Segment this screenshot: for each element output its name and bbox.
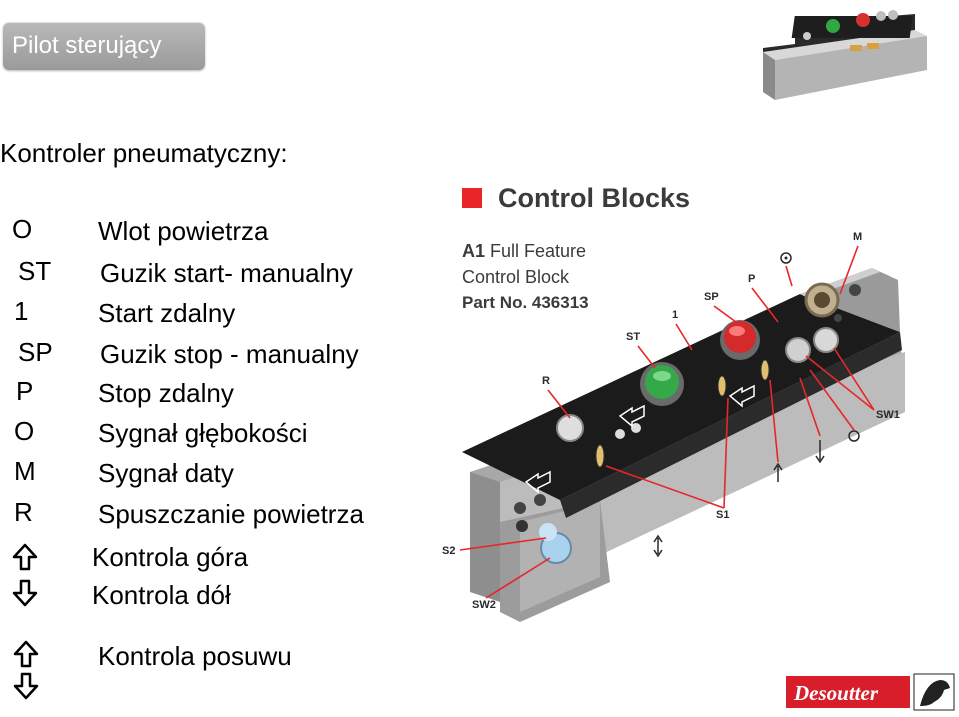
legend-desc: Spuszczanie powietrza [98, 499, 364, 529]
label-SW2: SW2 [472, 599, 496, 611]
arrow-down-icon [12, 578, 38, 614]
symbol-up-arrow [773, 462, 783, 482]
label-SW1: SW1 [876, 409, 900, 421]
label-M: M [853, 231, 862, 243]
symbol-O-top [780, 252, 792, 264]
label-R: R [542, 375, 550, 387]
arrow-up-icon [12, 542, 38, 578]
model-line-2: Control Block [462, 267, 570, 287]
legend-desc: Kontrola góra [92, 542, 249, 572]
symbol-down-arrow [815, 440, 825, 464]
slide-title: Pilot sterujący [12, 32, 162, 59]
label-1: 1 [672, 309, 678, 321]
legend-desc: Stop zdalny [98, 378, 234, 408]
heading-marker [462, 188, 482, 208]
label-ST: ST [626, 331, 640, 343]
control-block-diagram: Control Blocks A1 Full Feature Control B… [440, 182, 910, 624]
label-SP: SP [704, 291, 719, 303]
arrow-updown-icon [12, 640, 40, 706]
label-S1: S1 [716, 509, 729, 521]
subtitle: Kontroler pneumatyczny: [0, 138, 288, 168]
desoutter-logo: Desoutter [786, 672, 956, 712]
label-S2: S2 [442, 545, 455, 557]
part-number: Part No. 436313 [462, 293, 589, 312]
logo-text: Desoutter [793, 681, 879, 705]
product-thumbnail [755, 0, 930, 110]
model-line-1: A1 Full Feature [462, 241, 586, 261]
legend-code: P [16, 376, 34, 406]
legend-desc: Guzik stop - manualny [100, 339, 359, 369]
legend-desc: Sygnał daty [98, 458, 234, 488]
diagram-heading: Control Blocks [498, 183, 690, 213]
legend-code: ST [18, 256, 52, 286]
legend-code: SP [18, 337, 53, 367]
logo-emblem-icon [920, 680, 950, 706]
legend-code: 1 [14, 296, 29, 326]
legend-code: O [12, 214, 33, 244]
legend-desc: Start zdalny [98, 298, 236, 328]
legend-desc: Sygnał głębokości [98, 418, 308, 448]
legend-code: R [14, 497, 33, 527]
legend-desc: Kontrola dół [92, 580, 231, 610]
legend-desc: Kontrola posuwu [98, 641, 292, 671]
legend-code: O [14, 416, 35, 446]
legend-desc: Wlot powietrza [98, 216, 269, 246]
label-P: P [748, 273, 755, 285]
legend-desc: Guzik start- manualny [100, 258, 353, 288]
logo-background [786, 676, 910, 708]
legend-code: M [14, 456, 36, 486]
slide-title-badge: Pilot sterujący [3, 22, 205, 70]
symbol-O-right [848, 430, 860, 442]
symbol-updown-arrow [653, 534, 663, 558]
